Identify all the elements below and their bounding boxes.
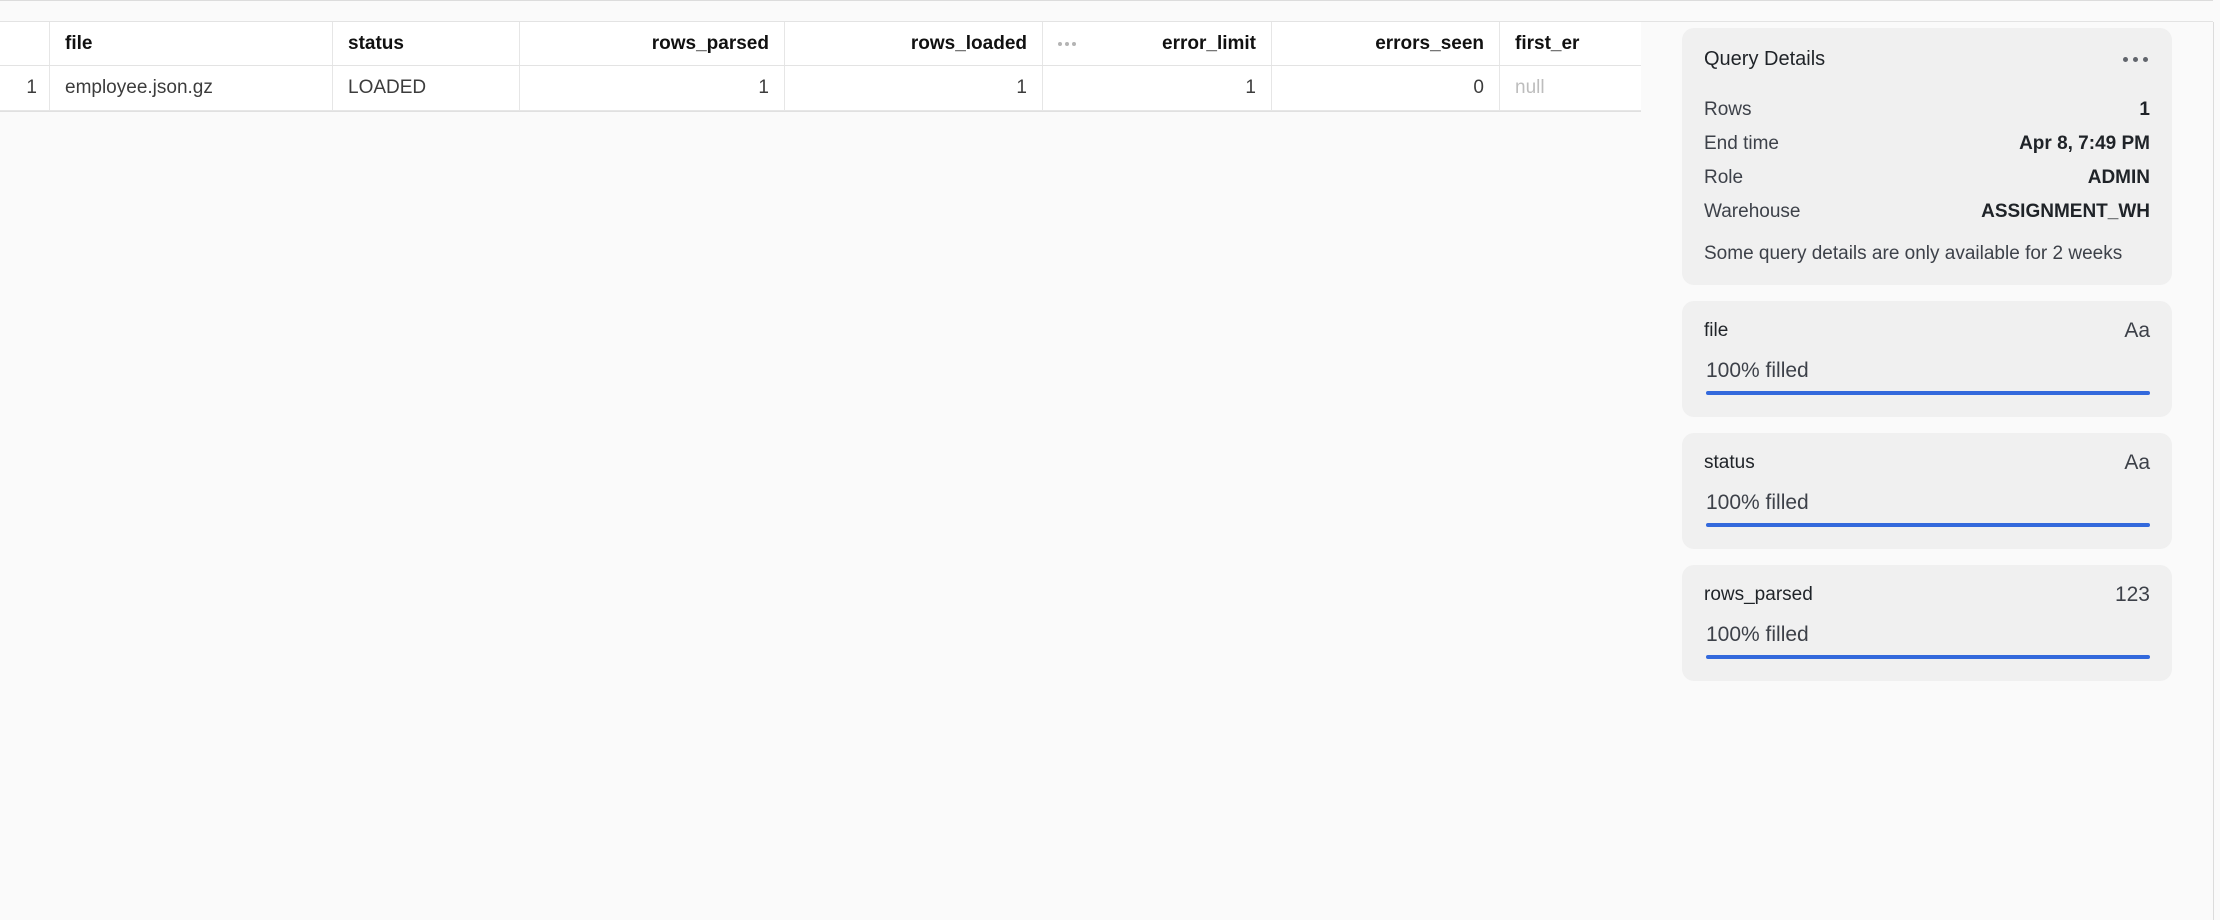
- column-stat-filled-label: 100% filled: [1706, 358, 1809, 382]
- column-stat-body: 100% filled: [1704, 623, 2150, 659]
- detail-value: ASSIGNMENT_WH: [1981, 201, 2150, 222]
- cell-error-limit[interactable]: 1: [1043, 66, 1272, 110]
- results-grid: file status rows_parsed rows_loaded erro…: [0, 22, 1641, 112]
- column-stat-bar-fill: [1706, 522, 2150, 527]
- column-stat-header: status Aa: [1704, 451, 2150, 475]
- detail-value: Apr 8, 7:49 PM: [2019, 133, 2150, 154]
- query-details-note: Some query details are only available fo…: [1704, 243, 2123, 264]
- cell-file[interactable]: employee.json.gz: [50, 66, 333, 110]
- detail-value: 1: [2139, 99, 2150, 120]
- detail-label: Warehouse: [1704, 201, 1801, 222]
- row-number: 1: [0, 66, 50, 110]
- column-header-rows-parsed[interactable]: rows_parsed: [520, 22, 785, 65]
- column-stat-body: 100% filled: [1704, 359, 2150, 395]
- number-type-icon: 123: [2114, 582, 2150, 606]
- grid-header-gutter: [0, 22, 50, 65]
- column-header-label: file: [65, 32, 93, 54]
- column-stat-bar: [1706, 654, 2150, 659]
- column-header-label: first_er: [1515, 32, 1580, 54]
- column-header-label: rows_loaded: [910, 32, 1027, 54]
- column-header-rows-loaded[interactable]: rows_loaded: [785, 22, 1043, 65]
- column-header-status[interactable]: status: [333, 22, 520, 65]
- text-type-icon: Aa: [2124, 318, 2150, 342]
- column-stat-bar: [1706, 390, 2150, 395]
- detail-label: Rows: [1704, 99, 1752, 120]
- toolbar-strip: [0, 0, 2213, 22]
- column-stat-name: status: [1704, 451, 1755, 473]
- query-details-card: Query Details Rows 1 End time Apr 8, 7:4…: [1682, 28, 2172, 285]
- cell-first-error[interactable]: null: [1515, 77, 1545, 98]
- detail-row-warehouse: Warehouse ASSIGNMENT_WH: [1704, 195, 2150, 229]
- column-stat-filled-label: 100% filled: [1706, 622, 1809, 646]
- query-details-header: Query Details: [1704, 48, 2150, 71]
- detail-label: End time: [1704, 133, 1779, 154]
- grid-header-row: file status rows_parsed rows_loaded erro…: [0, 22, 1641, 66]
- column-header-label: rows_parsed: [651, 32, 769, 54]
- detail-row-end-time: End time Apr 8, 7:49 PM: [1704, 127, 2150, 161]
- detail-value: ADMIN: [2087, 167, 2150, 188]
- query-details-title: Query Details: [1704, 48, 1826, 70]
- column-header-label: error_limit: [1162, 32, 1256, 54]
- column-stat-name: file: [1704, 319, 1729, 341]
- column-stat-name: rows_parsed: [1704, 583, 1813, 605]
- cell-errors-seen[interactable]: 0: [1272, 66, 1500, 110]
- results-pane: file status rows_parsed rows_loaded erro…: [0, 22, 1664, 920]
- column-header-first-error[interactable]: first_er: [1500, 22, 1641, 65]
- column-header-label: errors_seen: [1375, 32, 1484, 54]
- column-stat-body: 100% filled: [1704, 491, 2150, 527]
- table-row[interactable]: 1 employee.json.gz LOADED 1 1 1 0 null: [0, 66, 1641, 111]
- column-stat-bar: [1706, 522, 2150, 527]
- column-stat-filled-label: 100% filled: [1706, 490, 1809, 514]
- ellipsis-icon[interactable]: [2121, 51, 2150, 68]
- column-header-label: status: [348, 32, 404, 54]
- cell-rows-parsed[interactable]: 1: [520, 66, 785, 110]
- column-stat-bar-fill: [1706, 390, 2150, 395]
- body-split: file status rows_parsed rows_loaded erro…: [0, 22, 2220, 920]
- text-type-icon: Aa: [2124, 450, 2150, 474]
- column-stat-card-rows-parsed[interactable]: rows_parsed 123 100% filled: [1682, 564, 2172, 681]
- cell-status[interactable]: LOADED: [333, 66, 520, 110]
- panel-right-divider: [2213, 22, 2214, 920]
- column-stat-card-status[interactable]: status Aa 100% filled: [1682, 432, 2172, 549]
- column-stat-card-file[interactable]: file Aa 100% filled: [1682, 300, 2172, 417]
- column-header-file[interactable]: file: [50, 22, 333, 65]
- detail-row-role: Role ADMIN: [1704, 161, 2150, 195]
- column-stat-bar-fill: [1706, 654, 2150, 659]
- column-header-errors-seen[interactable]: errors_seen: [1272, 22, 1500, 65]
- detail-label: Role: [1704, 167, 1744, 188]
- column-stat-header: file Aa: [1704, 319, 2150, 343]
- detail-row-rows: Rows 1: [1704, 93, 2150, 127]
- column-stat-header: rows_parsed 123: [1704, 583, 2150, 607]
- details-panel: Query Details Rows 1 End time Apr 8, 7:4…: [1664, 22, 2220, 920]
- cell-rows-loaded[interactable]: 1: [785, 66, 1043, 110]
- column-header-error-limit[interactable]: error_limit: [1043, 22, 1272, 65]
- column-menu-ellipsis-icon[interactable]: [1058, 41, 1084, 46]
